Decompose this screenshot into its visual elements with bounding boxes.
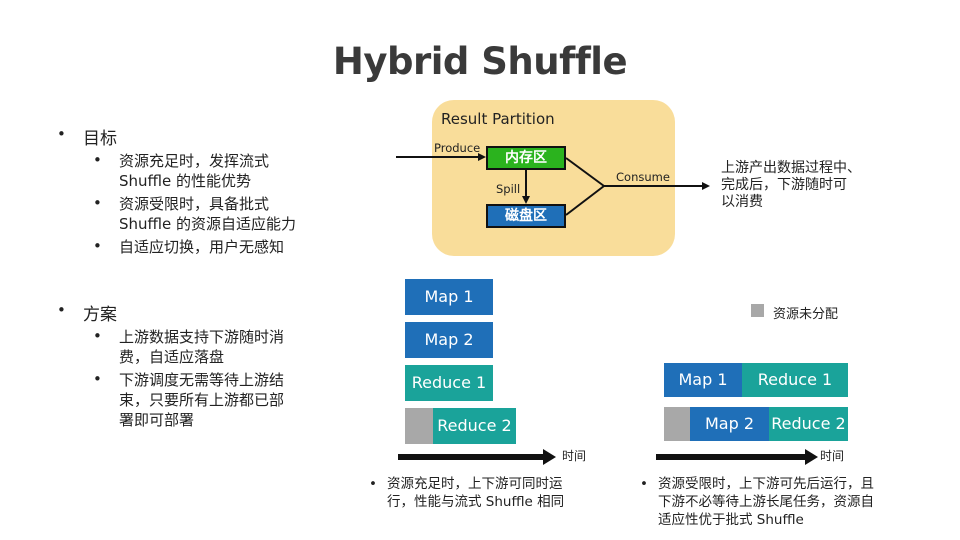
right-map1-block: Map 1 <box>664 363 742 397</box>
bullet-icon: • <box>93 370 102 388</box>
result-partition-title: Result Partition <box>441 110 555 128</box>
left-map1-block: Map 1 <box>405 279 493 315</box>
bullet-icon: • <box>93 327 102 345</box>
goal-item-2-line-1: 资源受限时，具备批式 <box>119 195 270 213</box>
bullet-icon: • <box>57 301 66 319</box>
left-reduce1-block: Reduce 1 <box>405 365 493 401</box>
consume-note-line-3: 以消费 <box>721 194 763 210</box>
right-time-arrowhead-icon <box>805 449 818 465</box>
left-note-line-2: 行，性能与流式 Shuffle 相同 <box>387 494 565 510</box>
right-reduce2-block: Reduce 2 <box>769 407 848 441</box>
disk-zone: 磁盘区 <box>486 204 566 228</box>
left-note: • 资源充足时，上下游可同时运 行，性能与流式 Shuffle 相同 <box>369 475 609 511</box>
bullet-icon: • <box>640 476 648 492</box>
plan-item-1: 上游数据支持下游随时消 费，自适应落盘 <box>119 327 359 367</box>
bullet-icon: • <box>369 476 377 492</box>
consume-note-line-2: 完成后，下游随时可 <box>721 177 847 193</box>
goal-item-1: 资源充足时，发挥流式 Shuffle 的性能优势 <box>119 151 359 191</box>
left-reduce2-block: Reduce 2 <box>433 408 516 444</box>
bullet-icon: • <box>93 151 102 169</box>
goal-item-3: 自适应切换，用户无感知 <box>119 237 359 257</box>
goals-heading: 目标 <box>83 129 117 149</box>
left-note-line-1: 资源充足时，上下游可同时运 <box>387 476 563 492</box>
goal-item-3-line-1: 自适应切换，用户无感知 <box>119 238 285 256</box>
bullet-icon: • <box>93 194 102 212</box>
result-partition-panel <box>432 100 675 256</box>
bullet-icon: • <box>93 237 102 255</box>
right-unallocated-block <box>664 407 690 441</box>
consume-merge-bottom <box>565 185 605 216</box>
plan-item-2: 下游调度无需等待上游结 束，只要所有上游都已部 署即可部署 <box>119 370 359 430</box>
bullet-icon: • <box>57 125 66 143</box>
right-note: • 资源受限时，上下游可先后运行，且 下游不必等待上游长尾任务，资源自 适应性优… <box>640 475 930 529</box>
page-title: Hybrid Shuffle <box>332 40 628 83</box>
consume-note-line-1: 上游产出数据过程中、 <box>721 160 861 176</box>
left-time-label: 时间 <box>562 449 587 463</box>
goal-item-2-line-2: Shuffle 的资源自适应能力 <box>119 215 297 233</box>
goal-item-1-line-1: 资源充足时，发挥流式 <box>119 152 270 170</box>
plan-item-2-line-3: 署即可部署 <box>119 411 195 429</box>
right-note-line-2: 下游不必等待上游长尾任务，资源自 <box>658 494 874 510</box>
consume-merge-top <box>565 157 605 187</box>
goal-item-1-line-2: Shuffle 的性能优势 <box>119 172 252 190</box>
legend-unallocated-label: 资源未分配 <box>773 307 839 322</box>
left-time-arrowhead-icon <box>543 449 556 465</box>
left-unallocated-block <box>405 408 433 444</box>
right-time-label: 时间 <box>820 449 845 463</box>
produce-label: Produce <box>434 141 481 155</box>
plan-item-2-line-1: 下游调度无需等待上游结 <box>119 371 285 389</box>
right-note-line-1: 资源受限时，上下游可先后运行，且 <box>658 476 874 492</box>
plan-item-1-line-1: 上游数据支持下游随时消 <box>119 328 285 346</box>
spill-label: Spill <box>496 182 521 196</box>
legend-unallocated-swatch <box>751 304 764 317</box>
left-map2-block: Map 2 <box>405 322 493 358</box>
consume-note: 上游产出数据过程中、 完成后，下游随时可 以消费 <box>721 160 901 211</box>
plan-heading: 方案 <box>83 305 117 325</box>
consume-label: Consume <box>616 170 670 184</box>
plan-item-2-line-2: 束，只要所有上游都已部 <box>119 391 285 409</box>
memory-zone: 内存区 <box>486 146 566 170</box>
right-note-line-3: 适应性优于批式 Shuffle <box>658 512 804 528</box>
right-reduce1-block: Reduce 1 <box>742 363 848 397</box>
plan-item-1-line-2: 费，自适应落盘 <box>119 348 225 366</box>
right-map2-block: Map 2 <box>690 407 769 441</box>
goal-item-2: 资源受限时，具备批式 Shuffle 的资源自适应能力 <box>119 194 359 234</box>
